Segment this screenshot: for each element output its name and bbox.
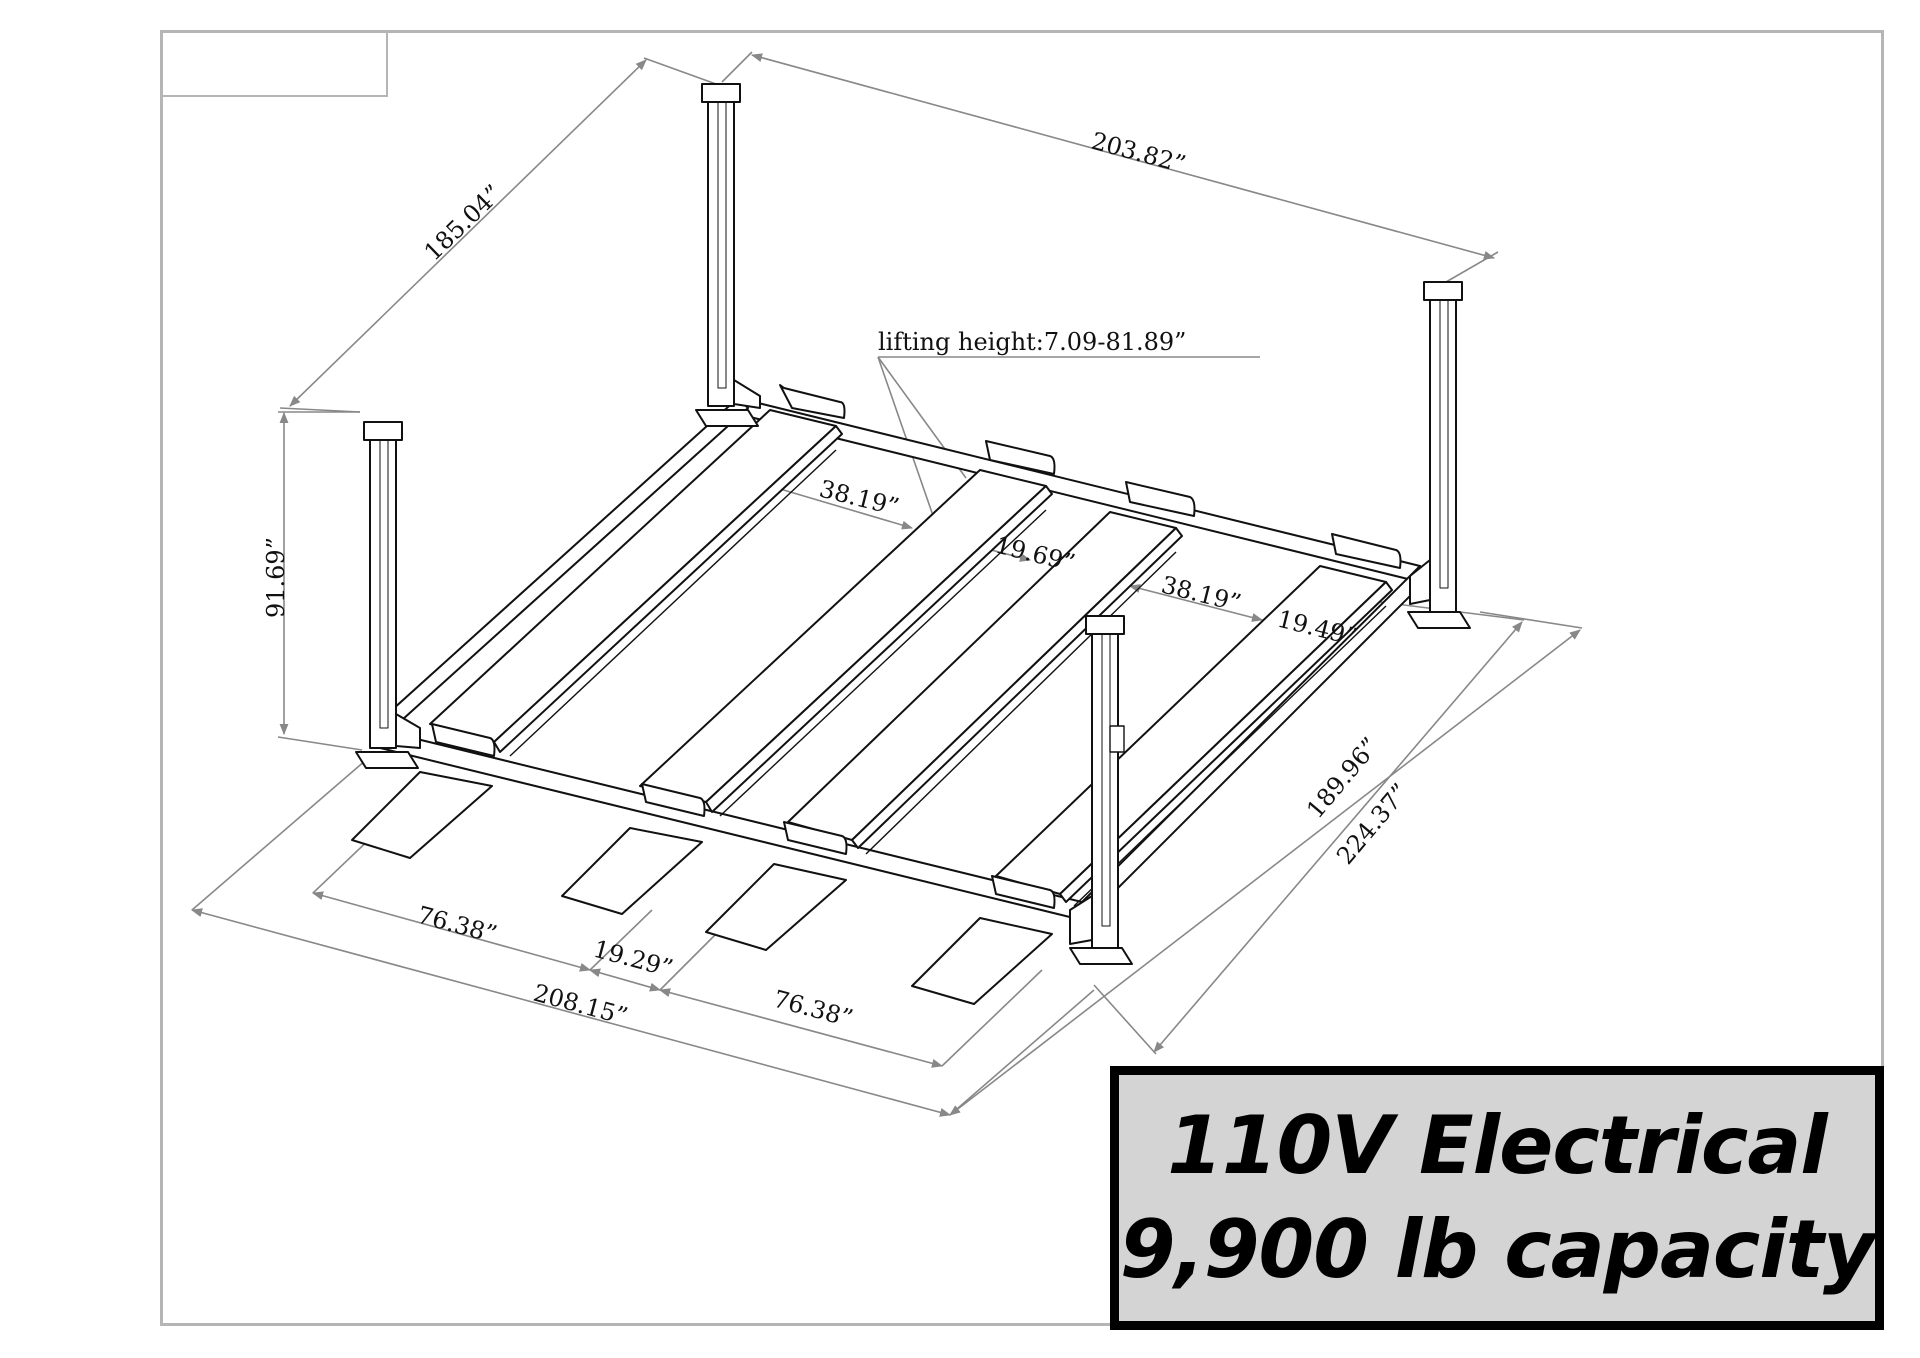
dim-overall-left-depth: 185.04” bbox=[419, 179, 508, 266]
drawing-frame bbox=[160, 30, 1884, 1326]
dimension-labels: 203.82” 185.04” 91.69” lifting height:7.… bbox=[262, 127, 1414, 1033]
dim-overall-front-width: 208.15” bbox=[530, 979, 630, 1031]
dim-lifting-height: lifting height:7.09-81.89” bbox=[878, 328, 1186, 356]
dimension-lines bbox=[190, 51, 1583, 1117]
dim-runway-gap-right: 38.19” bbox=[1159, 571, 1244, 618]
spec-callout-box: 110V Electrical 9,900 lb capacity bbox=[1110, 1066, 1884, 1330]
dim-center-gap: 19.69” bbox=[993, 531, 1078, 578]
lift-structure bbox=[351, 83, 1471, 1005]
dim-post-height: 91.69” bbox=[262, 537, 290, 618]
dim-center-space: 19.29” bbox=[590, 935, 675, 983]
dim-bay-width-right: 76.38” bbox=[770, 985, 855, 1033]
dim-bay-width-left: 76.38” bbox=[414, 901, 499, 949]
dim-runway-gap-left: 38.19” bbox=[817, 475, 902, 522]
dim-overall-top-width: 203.82” bbox=[1088, 127, 1188, 179]
spec-capacity: 9,900 lb capacity bbox=[1119, 1203, 1875, 1296]
spec-voltage: 110V Electrical bbox=[1167, 1099, 1827, 1192]
